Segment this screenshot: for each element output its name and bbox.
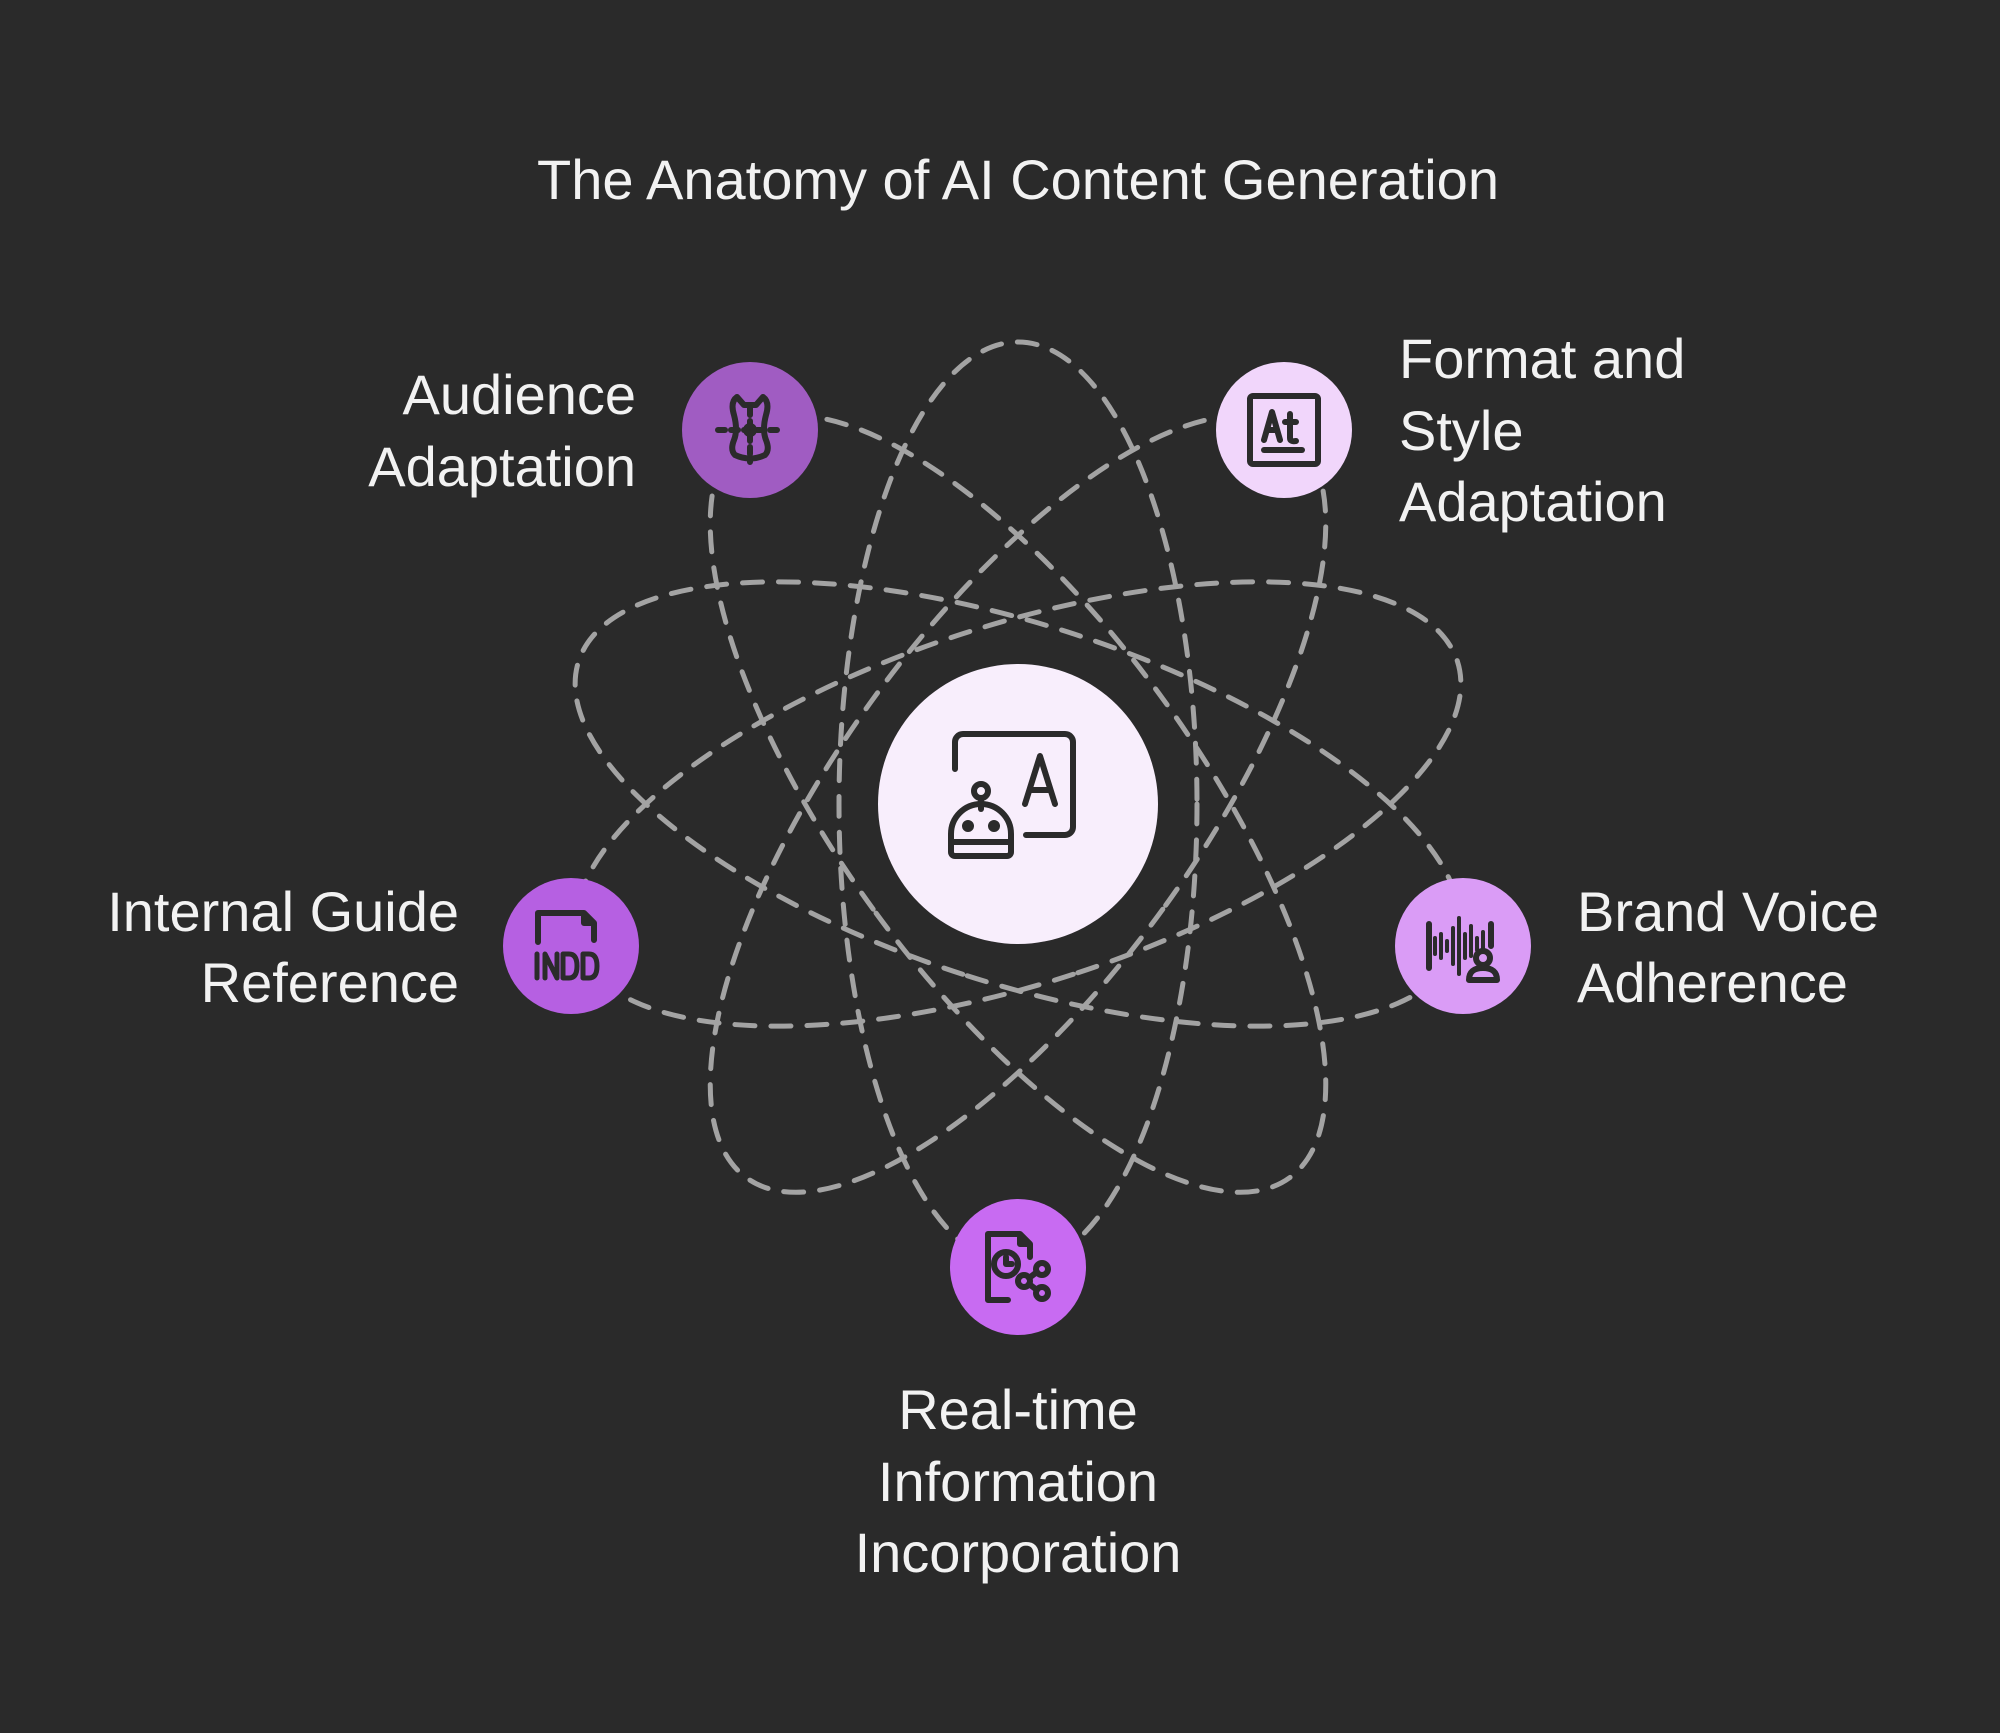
node-brand-voice-adherence: Brand Voice Adherence xyxy=(1395,878,1879,1014)
dress-form-icon xyxy=(715,394,785,465)
node-label: Internal Guide xyxy=(107,880,459,943)
node-label: Audience xyxy=(402,363,636,426)
node-label: Format and xyxy=(1399,327,1685,390)
orbit-ellipse xyxy=(707,413,1329,1195)
text-style-icon xyxy=(1247,393,1321,467)
node-label: Style xyxy=(1399,399,1524,462)
node-label: Adherence xyxy=(1577,951,1848,1014)
node-label: Brand Voice xyxy=(1577,880,1879,943)
node-label: Information xyxy=(878,1450,1158,1513)
node-format-style-adaptation: Format and Style Adaptation xyxy=(1216,327,1685,533)
file-clock-share-icon xyxy=(985,1231,1051,1303)
node-label: Incorporation xyxy=(855,1521,1182,1584)
voice-wave-user-icon xyxy=(1426,916,1500,983)
center-hub xyxy=(878,664,1158,944)
robot-writing-icon xyxy=(948,731,1076,859)
center-circle xyxy=(878,664,1158,944)
orbit-ellipse xyxy=(836,339,1200,1269)
node-label: Real-time xyxy=(898,1378,1138,1441)
orbit-ellipse xyxy=(572,579,1464,1029)
node-label: Reference xyxy=(201,951,459,1014)
node-audience-adaptation: Audience Adaptation xyxy=(368,362,818,498)
diagram-title: The Anatomy of AI Content Generation xyxy=(537,148,1499,211)
node-label: Adaptation xyxy=(1399,470,1667,533)
node-label: Adaptation xyxy=(368,435,636,498)
indd-file-icon xyxy=(534,910,600,981)
node-circle xyxy=(503,878,639,1014)
node-internal-guide-reference: Internal Guide Reference xyxy=(107,878,639,1014)
node-circle xyxy=(1216,362,1352,498)
node-realtime-information: Real-time Information Incorporation xyxy=(855,1199,1182,1584)
